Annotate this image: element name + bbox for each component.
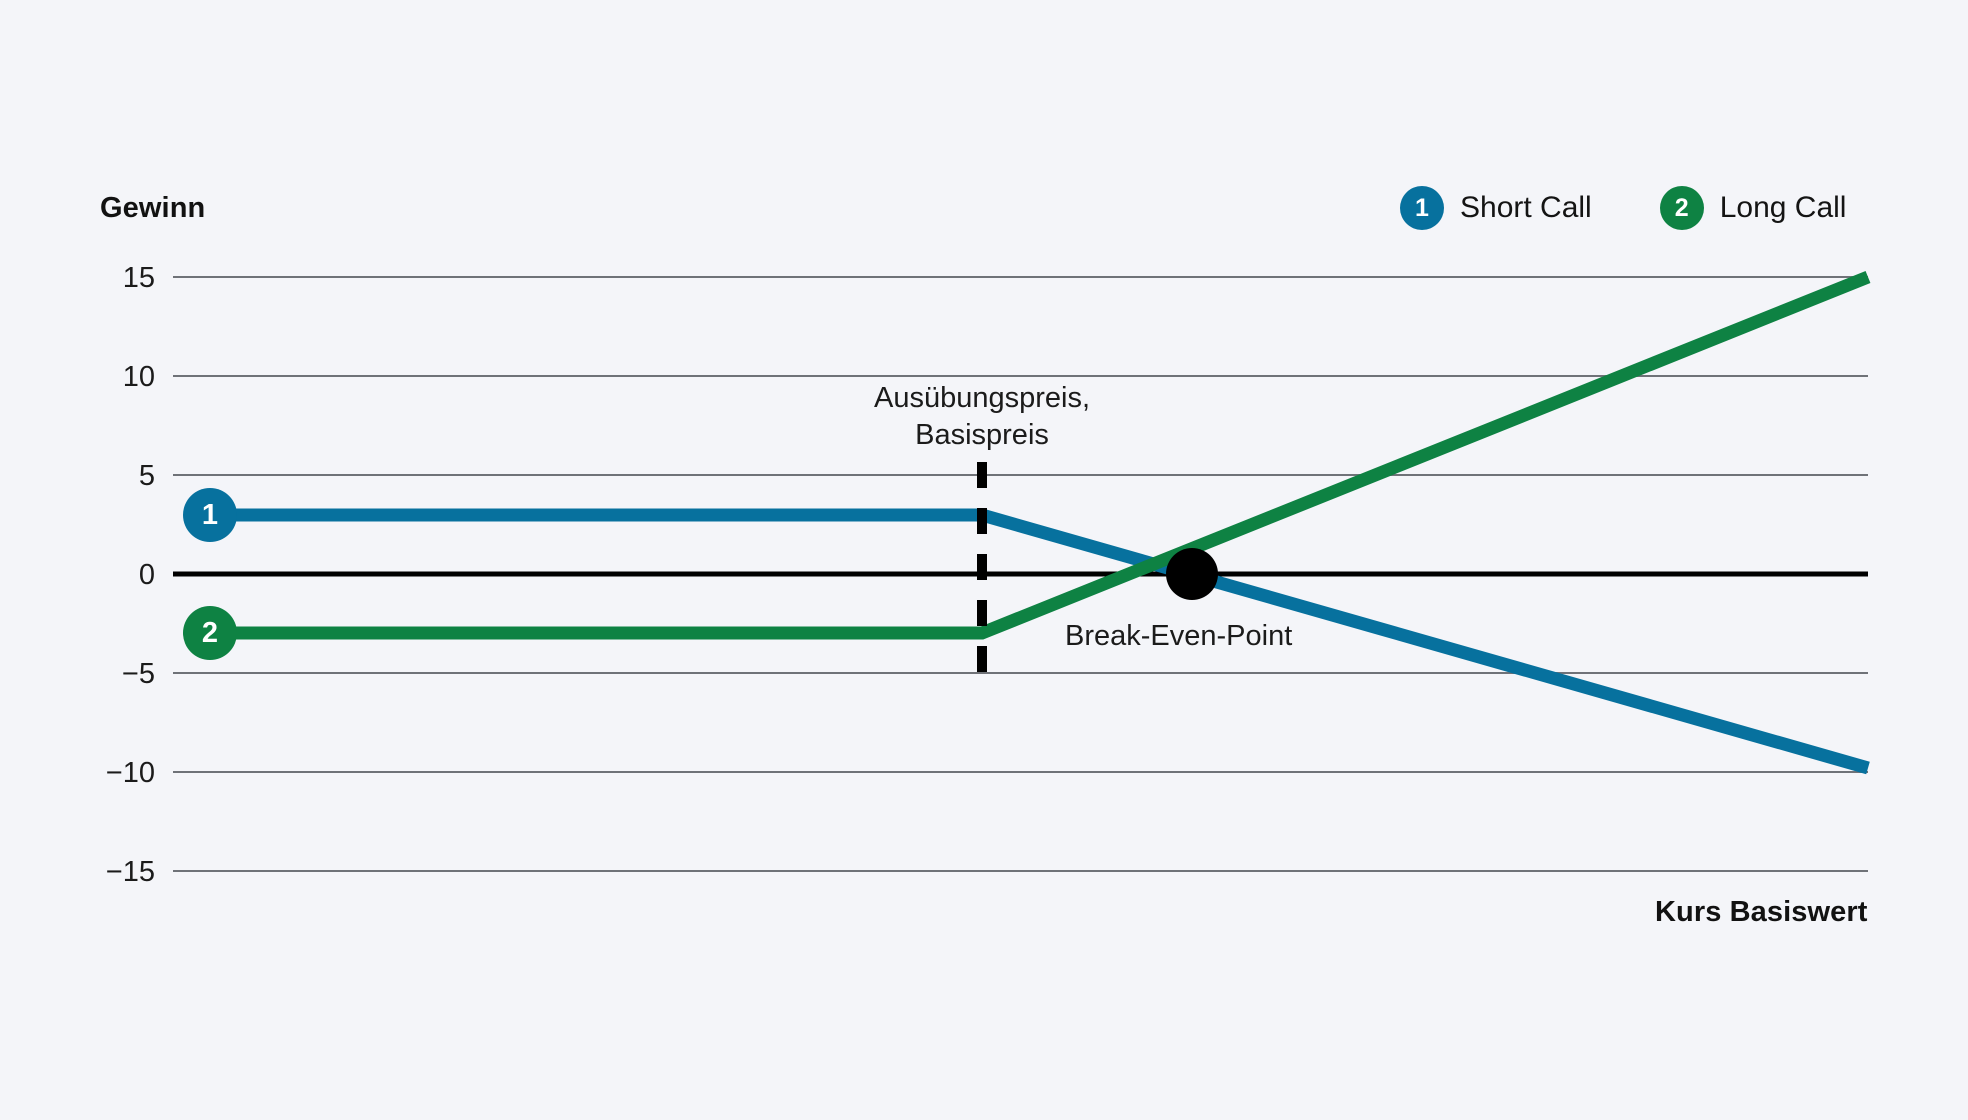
series-marker-short-call: 1 xyxy=(183,488,237,542)
series-marker-long-call: 2 xyxy=(183,606,237,660)
strike-price-annotation-line2: Basispreis xyxy=(915,419,1049,452)
y-tick-label-0: 0 xyxy=(138,559,155,591)
break-even-annotation: Break-Even-Point xyxy=(1065,620,1293,652)
legend-badge-2: 2 xyxy=(1659,186,1704,230)
y-tick-label-minus-10: −10 xyxy=(105,757,155,789)
legend-item-short-call[interactable]: 1 Short Call xyxy=(1400,186,1592,230)
legend-item-long-call[interactable]: 2 Long Call xyxy=(1659,186,1847,230)
legend-label-long-call: Long Call xyxy=(1719,191,1847,224)
y-tick-label-minus-5: −5 xyxy=(121,658,155,690)
y-tick-label-15: 15 xyxy=(122,262,155,294)
series-long-call xyxy=(196,270,1871,640)
legend-badge-1: 1 xyxy=(1400,186,1444,230)
y-tick-label-minus-15: −15 xyxy=(105,856,155,888)
legend-label-short-call: Short Call xyxy=(1460,191,1592,224)
chart-legend: 1 Short Call 2 Long Call xyxy=(1400,186,1846,230)
break-even-dot xyxy=(1166,548,1218,600)
x-axis-title: Kurs Basiswert xyxy=(1655,896,1868,928)
y-tick-label-5: 5 xyxy=(138,460,155,492)
y-tick-label-10: 10 xyxy=(122,361,155,393)
series-short-call xyxy=(196,508,1870,775)
gridlines xyxy=(173,276,1868,872)
y-axis-title: Gewinn xyxy=(100,192,206,224)
strike-price-annotation: Ausübungspreis, Basispreis xyxy=(862,380,1102,454)
strike-price-annotation-line1: Ausübungspreis, xyxy=(873,382,1091,414)
